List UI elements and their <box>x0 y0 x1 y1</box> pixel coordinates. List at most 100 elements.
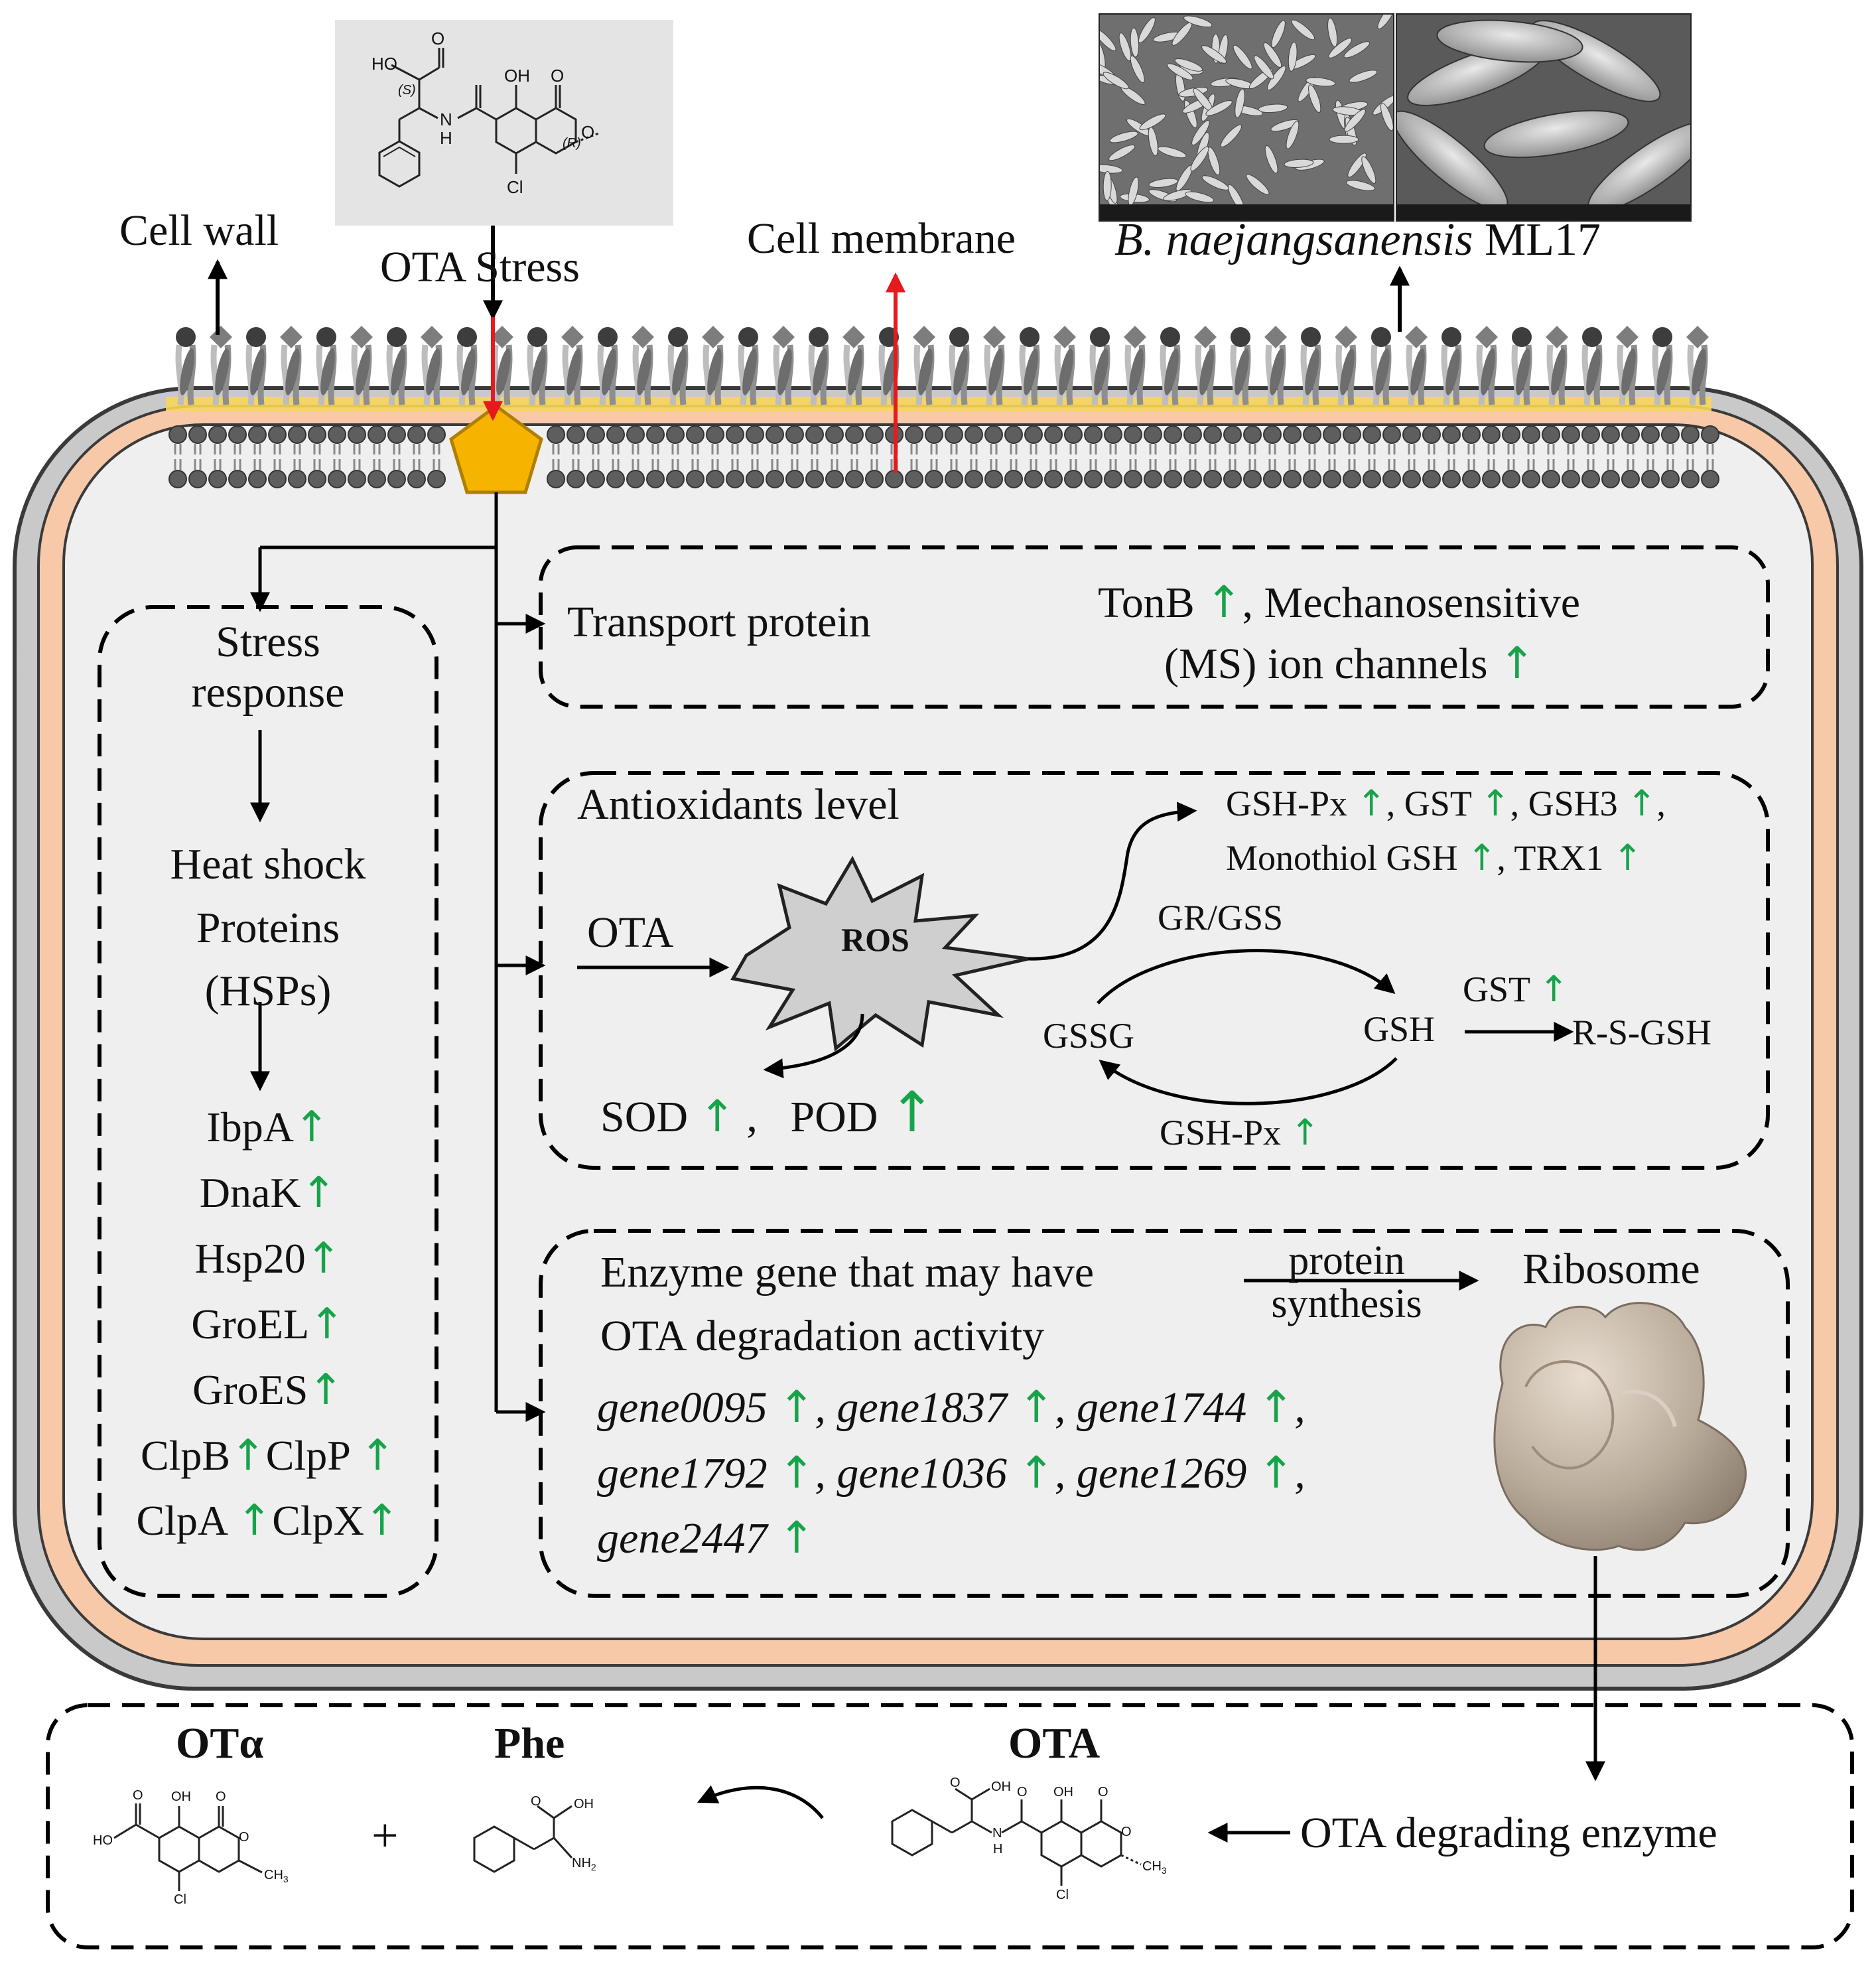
arrow-ros-to-sod <box>763 1013 864 1079</box>
outer-lipid <box>421 326 443 405</box>
outer-lipid <box>1371 327 1392 405</box>
sod-pod-line: SOD ↑ , POD ↑ <box>600 1080 936 1145</box>
protein-synthesis-label: protein synthesis <box>1247 1239 1446 1326</box>
genes-row-1: gene0095 ↑, gene1837 ↑, gene1744 ↑, <box>597 1381 1306 1433</box>
ota-degrading-enzyme-label: OTA degrading enzyme <box>1300 1809 1717 1857</box>
enzyme-gene-line-1: Enzyme gene that may have <box>600 1248 1095 1297</box>
outer-lipid <box>210 326 232 405</box>
gst-arrow-label: GST ↑ <box>1463 968 1569 1010</box>
stress-response-label: Stress response <box>100 617 436 718</box>
ribosome-label: Ribosome <box>1522 1245 1700 1293</box>
outer-lipid <box>738 327 759 405</box>
arrow-gssg-to-gsh <box>1097 949 1396 1005</box>
phe-structure <box>473 1805 573 1873</box>
atom-o-lactone: O <box>551 66 565 86</box>
ota-atom-ch3: CH3 <box>1142 1859 1167 1876</box>
ota-bottom-label: OTA <box>1008 1719 1101 1768</box>
label-bacterium: B. naejangsanensis ML17 <box>1114 214 1601 267</box>
ota-structure-bottom <box>891 1788 1142 1886</box>
plus-sign: + <box>371 1809 399 1862</box>
gsh-label: GSH <box>1363 1009 1436 1049</box>
protein-groes: GroES↑ <box>192 1365 344 1415</box>
otalpha-atom-o: O <box>216 1789 226 1804</box>
outer-lipid <box>983 326 1006 405</box>
outer-lipid <box>842 326 865 405</box>
otalpha-atom-cl: Cl <box>174 1892 186 1907</box>
atom-stereo-s: (S) <box>398 83 416 98</box>
genes-row-3: gene2447 ↑ <box>597 1512 815 1564</box>
gsh-px-label: GSH-Px ↑ <box>1160 1111 1320 1153</box>
label-ota-stress: OTA Stress <box>380 243 580 291</box>
antioxidant-enzymes-line-1: GSH-Px ↑, GST ↑, GSH3 ↑, <box>1226 782 1666 824</box>
atom-cl: Cl <box>507 177 523 197</box>
outer-lipid-layer <box>166 326 1711 411</box>
outer-lipid <box>1581 327 1603 405</box>
outer-lipid <box>1264 326 1287 405</box>
phe-atom-o: O <box>531 1794 541 1809</box>
transport-line-1: TonB ↑, Mechanosensitive <box>1098 577 1581 628</box>
atom-ho: HO <box>371 54 397 74</box>
outer-lipid <box>280 326 302 405</box>
outer-lipid <box>913 326 935 405</box>
otalpha-label: OTα <box>176 1719 264 1768</box>
atom-o-ring: O <box>581 122 595 142</box>
outer-lipid <box>1194 326 1217 405</box>
protein-clpb-clpp: ClpB↑ClpP ↑ <box>140 1431 396 1480</box>
antioxidant-ota-label: OTA <box>587 908 674 957</box>
outer-lipid <box>1019 327 1040 405</box>
atom-n: N <box>440 109 452 129</box>
antioxidant-enzymes-line-2: Monothiol GSH ↑, TRX1 ↑ <box>1226 837 1643 878</box>
ota-atom-oh2: OH <box>1053 1785 1073 1799</box>
stress-response-box <box>98 605 438 1598</box>
signal-trunk <box>250 492 546 1422</box>
hsp-line-3: (HSPs) <box>204 967 332 1016</box>
hsp-line-2: Proteins <box>196 903 340 952</box>
protein-hsp20: Hsp20↑ <box>194 1233 342 1283</box>
protein-clpa-clpx: ClpA ↑ClpX↑ <box>136 1496 400 1546</box>
ota-structure-panel <box>335 20 673 226</box>
ota-structure-top <box>378 48 601 188</box>
otalpha-atom-ch3: CH3 <box>264 1868 289 1884</box>
hsp-label: Heat shock Proteins (HSPs) <box>100 833 436 1023</box>
atom-o-acid: O <box>431 29 445 48</box>
label-strain: ML17 <box>1485 214 1601 265</box>
outer-lipid <box>702 326 724 405</box>
arrow-ota-to-products <box>697 1785 824 1819</box>
otalpha-structure <box>113 1803 263 1891</box>
outer-lipid <box>527 327 548 405</box>
outer-lipid <box>1089 327 1110 405</box>
outer-lipid <box>175 327 196 405</box>
outer-lipid <box>386 327 407 405</box>
atom-stereo-r: (R) <box>563 136 581 151</box>
dashed-boxes <box>46 545 1854 1949</box>
phe-atom-nh2: NH2 <box>572 1856 596 1872</box>
atom-h: H <box>440 128 452 148</box>
arrow-gsh-to-gssg <box>1099 1057 1398 1105</box>
outer-lipid <box>1405 326 1428 405</box>
outer-lipid <box>667 327 689 405</box>
outer-lipid <box>561 326 584 405</box>
protein-ibpa: IbpA↑ <box>206 1103 330 1152</box>
genes-row-2: gene1792 ↑, gene1036 ↑, gene1269 ↑, <box>597 1446 1306 1498</box>
outer-lipid <box>1335 326 1357 405</box>
synthesis-word: synthesis <box>1271 1281 1422 1327</box>
outer-lipid <box>632 326 654 405</box>
otalpha-atom-o-acid: O <box>133 1788 143 1803</box>
ota-atom-o2: O <box>1098 1785 1108 1799</box>
outer-lipid <box>772 326 795 405</box>
antioxidants-level-label: Antioxidants level <box>577 780 900 829</box>
inner-bilayer <box>168 425 1719 488</box>
degradation-product-box <box>46 1703 1854 1949</box>
enzyme-gene-line-2: OTA degradation activity <box>600 1311 1045 1360</box>
ota-atom-h: H <box>993 1842 1003 1857</box>
atom-oh: OH <box>504 66 530 86</box>
sem-image-1 <box>1100 15 1393 220</box>
outer-lipid <box>245 327 267 405</box>
protein-word: protein <box>1288 1238 1405 1283</box>
transport-line-2: (MS) ion channels ↑ <box>1164 638 1536 689</box>
label-species: B. naejangsanensis <box>1114 214 1473 265</box>
transport-protein-label: Transport protein <box>567 598 871 646</box>
outer-lipid <box>316 327 337 405</box>
ros-starburst <box>730 855 1029 1052</box>
